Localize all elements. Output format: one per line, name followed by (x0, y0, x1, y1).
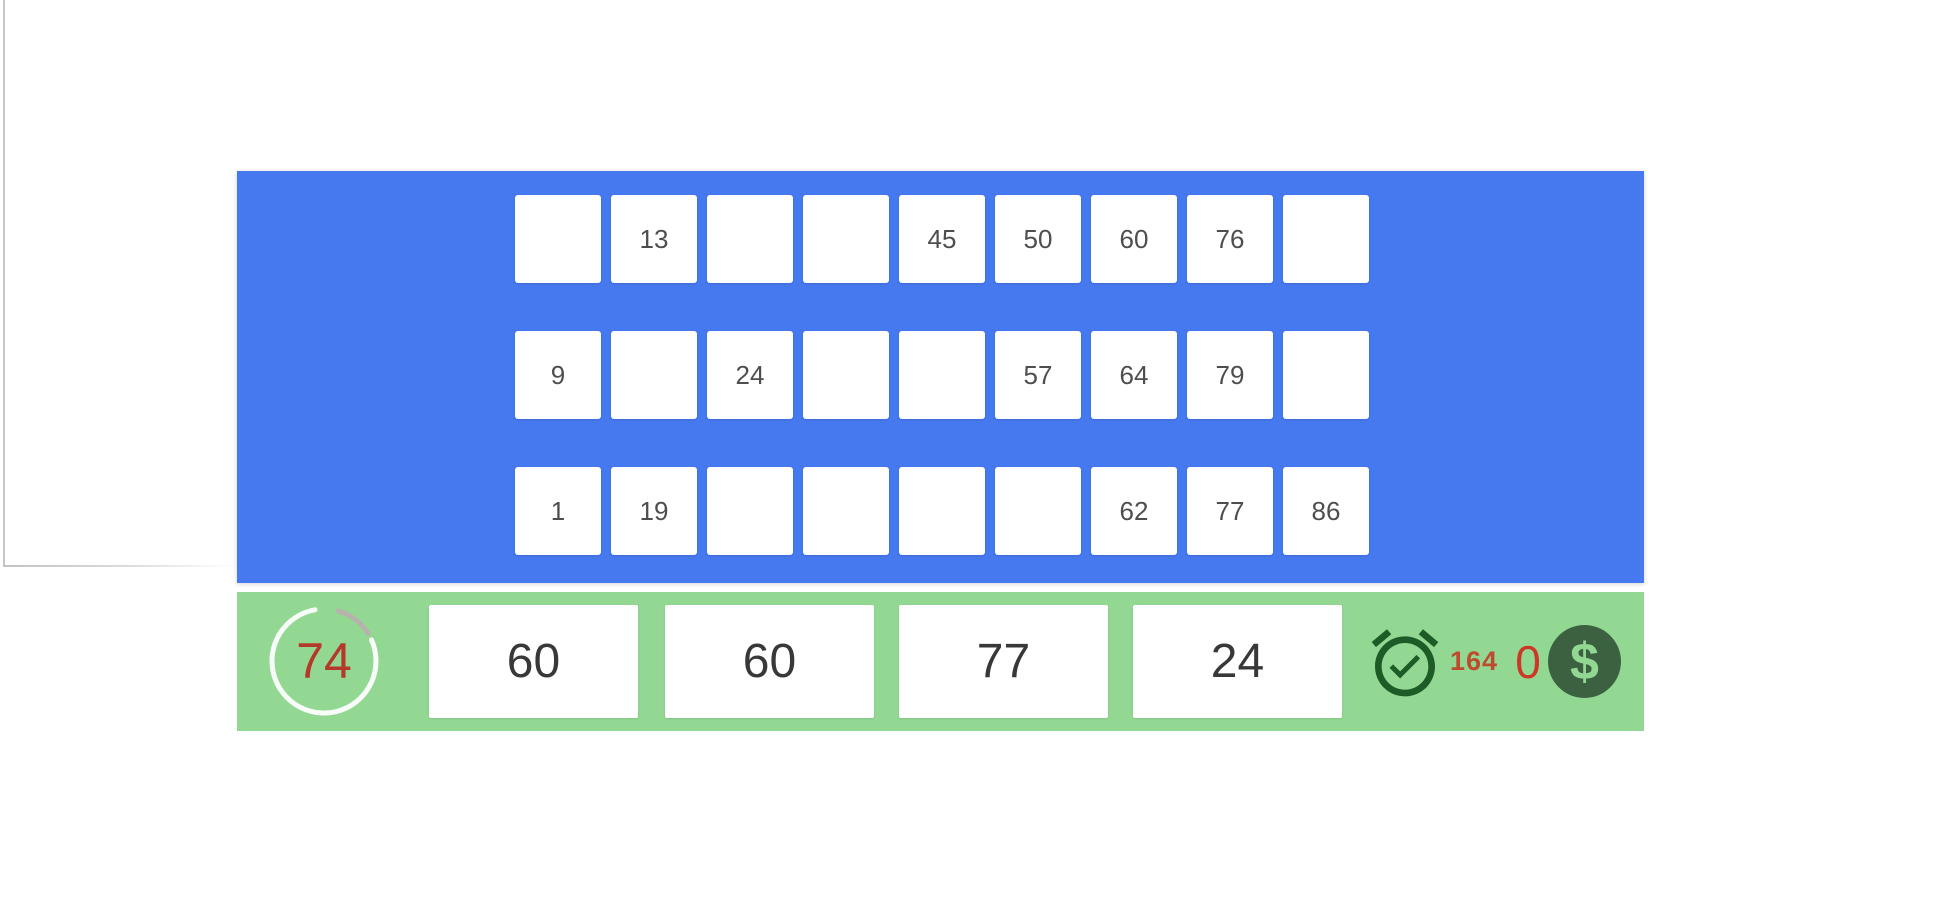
board-cell[interactable] (611, 331, 697, 419)
board-cell[interactable] (515, 195, 601, 283)
board-cell[interactable] (995, 467, 1081, 555)
called-number-box: 60 (429, 605, 638, 718)
board-cell[interactable]: 64 (1091, 331, 1177, 419)
score-value: 0 (1515, 635, 1541, 688)
current-number: 74 (296, 633, 352, 689)
window-edge-horizontal (3, 565, 235, 567)
board-cell[interactable]: 13 (611, 195, 697, 283)
board-cell[interactable] (1283, 195, 1369, 283)
board-cell[interactable] (803, 195, 889, 283)
board-cell[interactable]: 24 (707, 331, 793, 419)
board-cell[interactable]: 9 (515, 331, 601, 419)
timer-count: 164 (1449, 646, 1499, 676)
board-cell[interactable]: 50 (995, 195, 1081, 283)
bingo-board: 13 45 50 60 76 9 24 57 64 79 1 19 62 77 … (237, 171, 1644, 583)
dollar-symbol: $ (1570, 632, 1599, 691)
ticket-grid: 13 45 50 60 76 9 24 57 64 79 1 19 62 77 … (515, 195, 1369, 555)
board-cell[interactable]: 86 (1283, 467, 1369, 555)
alarm-check-icon (1371, 629, 1439, 697)
window-edge-vertical (3, 0, 5, 566)
board-cell[interactable] (803, 467, 889, 555)
board-cell[interactable]: 1 (515, 467, 601, 555)
board-cell[interactable] (899, 331, 985, 419)
board-cell[interactable]: 57 (995, 331, 1081, 419)
board-cell[interactable] (803, 331, 889, 419)
current-number-indicator: 74 (268, 605, 380, 717)
board-cell[interactable]: 45 (899, 195, 985, 283)
board-cell[interactable] (899, 467, 985, 555)
board-cell[interactable] (1283, 331, 1369, 419)
board-cell[interactable] (707, 467, 793, 555)
countdown-ring-icon (269, 607, 379, 716)
called-number-box: 77 (899, 605, 1108, 718)
board-cell[interactable]: 77 (1187, 467, 1273, 555)
dollar-coin-icon[interactable]: $ (1548, 625, 1621, 698)
board-cell[interactable]: 62 (1091, 467, 1177, 555)
board-cell[interactable]: 76 (1187, 195, 1273, 283)
board-cell[interactable] (707, 195, 793, 283)
board-cell[interactable]: 19 (611, 467, 697, 555)
called-number-box: 60 (665, 605, 874, 718)
board-cell[interactable]: 60 (1091, 195, 1177, 283)
board-cell[interactable]: 79 (1187, 331, 1273, 419)
footer-bar: 74 60 60 77 24 164 0 $ (237, 592, 1644, 731)
called-number-box: 24 (1133, 605, 1342, 718)
